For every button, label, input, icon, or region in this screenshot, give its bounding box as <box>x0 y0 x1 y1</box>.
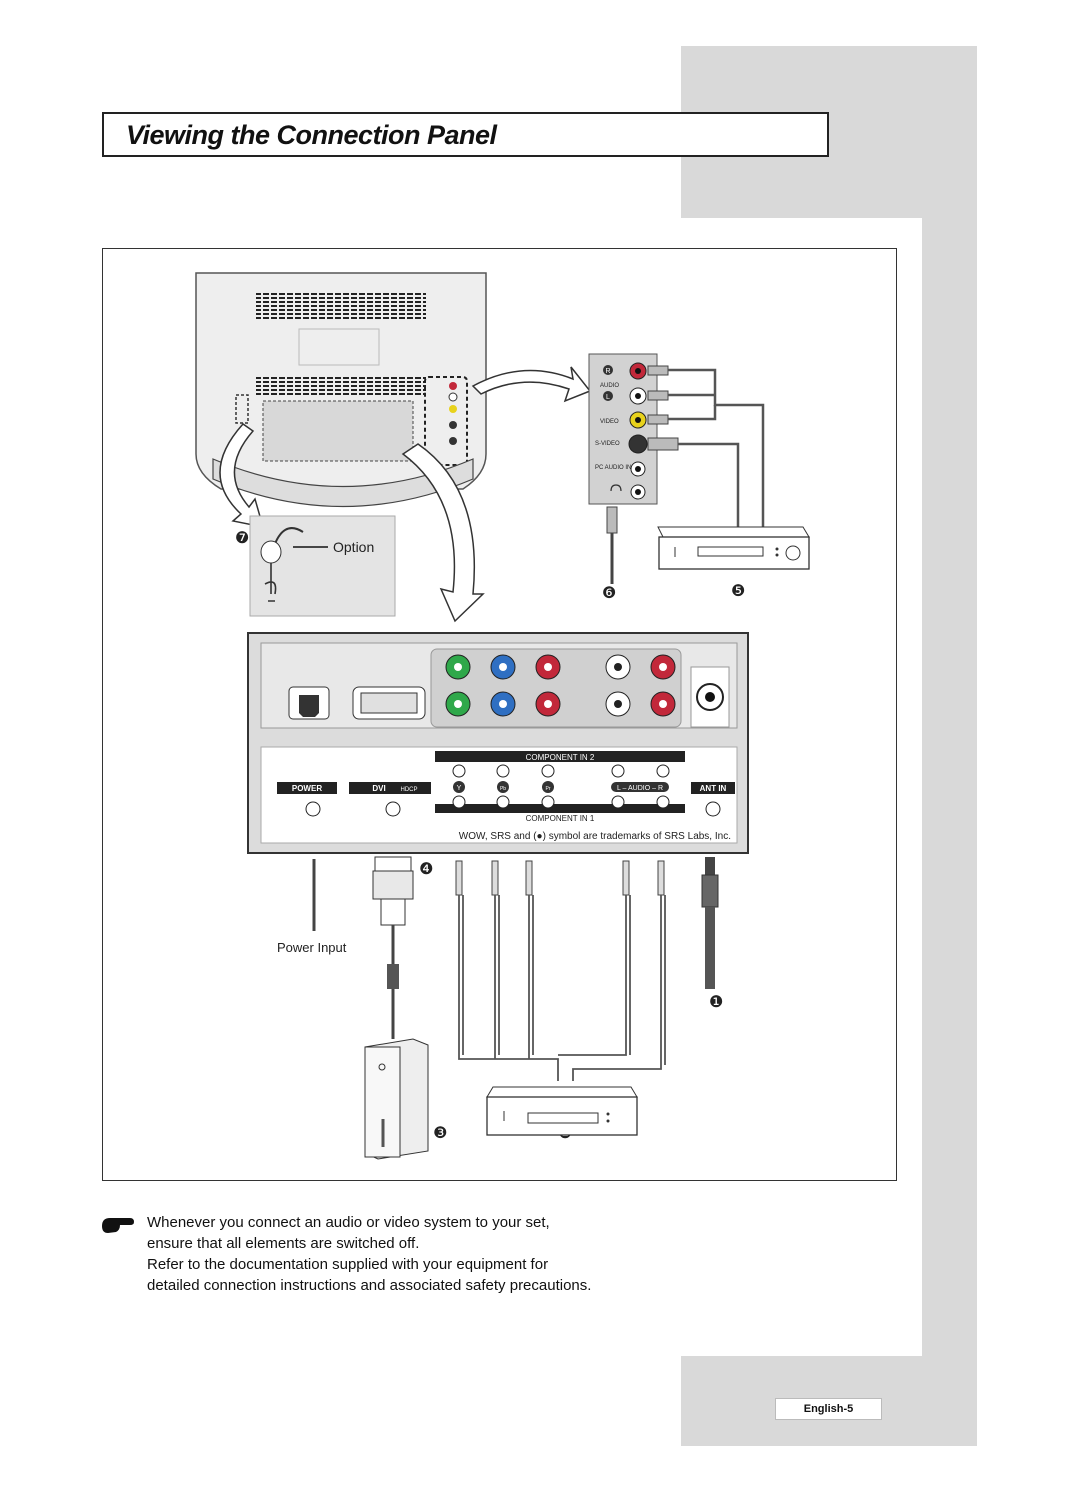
dvi-label: DVI <box>372 784 385 793</box>
pb-label: Pb <box>500 786 506 792</box>
note-line-4: detailed connection instructions and ass… <box>147 1277 592 1294</box>
pc-tower <box>364 1038 429 1160</box>
diagram-frame: Option R AUDIO L VIDEO S-VIDEO PC AUDIO … <box>102 248 897 1181</box>
av-device-5 <box>657 526 810 570</box>
side-l-label: L <box>606 394 610 401</box>
y-label: Y <box>457 785 462 792</box>
power-cord: Power Input <box>277 859 347 955</box>
callout-6: ❻ <box>602 583 616 602</box>
side-audio-label: AUDIO <box>600 383 619 389</box>
component-in-2-label: COMPONENT IN 2 <box>526 753 595 762</box>
pr-label: Pr <box>546 786 551 792</box>
audio-lr-label: L – AUDIO – R <box>617 785 663 792</box>
side-av-panel: R AUDIO L VIDEO S-VIDEO PC AUDIO IN <box>588 353 658 505</box>
page-title: Viewing the Connection Panel <box>126 120 497 150</box>
callout-5: ❺ <box>731 581 745 600</box>
component-in-1-label: COMPONENT IN 1 <box>526 814 595 823</box>
side-pcaudio-label: PC AUDIO IN <box>595 465 631 471</box>
callout-4: ❹ <box>419 859 433 878</box>
ant-in-label: ANT IN <box>700 784 727 793</box>
component-cables <box>455 860 666 1081</box>
page-number: English-5 <box>775 1398 882 1420</box>
note-line-2: ensure that all elements are switched of… <box>147 1235 420 1252</box>
side-r-label: R <box>605 368 610 375</box>
pointing-hand-icon <box>102 1218 134 1233</box>
tv-rear-view <box>195 272 487 508</box>
dvi-cable <box>372 856 414 1039</box>
side-svideo-label: S-VIDEO <box>595 441 620 447</box>
rear-connection-panel: COMPONENT IN 2 COMPONENT IN 1 Y Pb Pr L … <box>247 632 749 854</box>
note-line-3: Refer to the documentation supplied with… <box>147 1256 549 1273</box>
antenna-cable <box>701 857 719 989</box>
option-inset: Option <box>249 515 396 617</box>
connection-diagram: Option R AUDIO L VIDEO S-VIDEO PC AUDIO … <box>195 272 810 1160</box>
side-video-label: VIDEO <box>600 419 619 425</box>
component-in-2-jacks <box>445 654 676 680</box>
title-box: Viewing the Connection Panel <box>102 112 829 157</box>
side-av-cables <box>606 365 765 584</box>
panel-arrows <box>219 366 592 623</box>
power-input-label: Power Input <box>277 940 347 955</box>
side-bar-right <box>922 218 977 1358</box>
av-device-2 <box>486 1086 638 1136</box>
hdcp-label: HDCP <box>400 787 417 793</box>
component-in-1-jacks <box>445 691 676 717</box>
callout-3: ❸ <box>433 1123 447 1142</box>
callout-1: ❶ <box>709 992 723 1011</box>
note-line-1: Whenever you connect an audio or video s… <box>147 1214 550 1231</box>
callout-7: ❼ <box>235 528 249 547</box>
safety-note: Whenever you connect an audio or video s… <box>147 1212 707 1296</box>
power-label: POWER <box>292 784 322 793</box>
trademark-text: WOW, SRS and (●) symbol are trademarks o… <box>459 831 731 842</box>
option-label: Option <box>333 539 374 555</box>
